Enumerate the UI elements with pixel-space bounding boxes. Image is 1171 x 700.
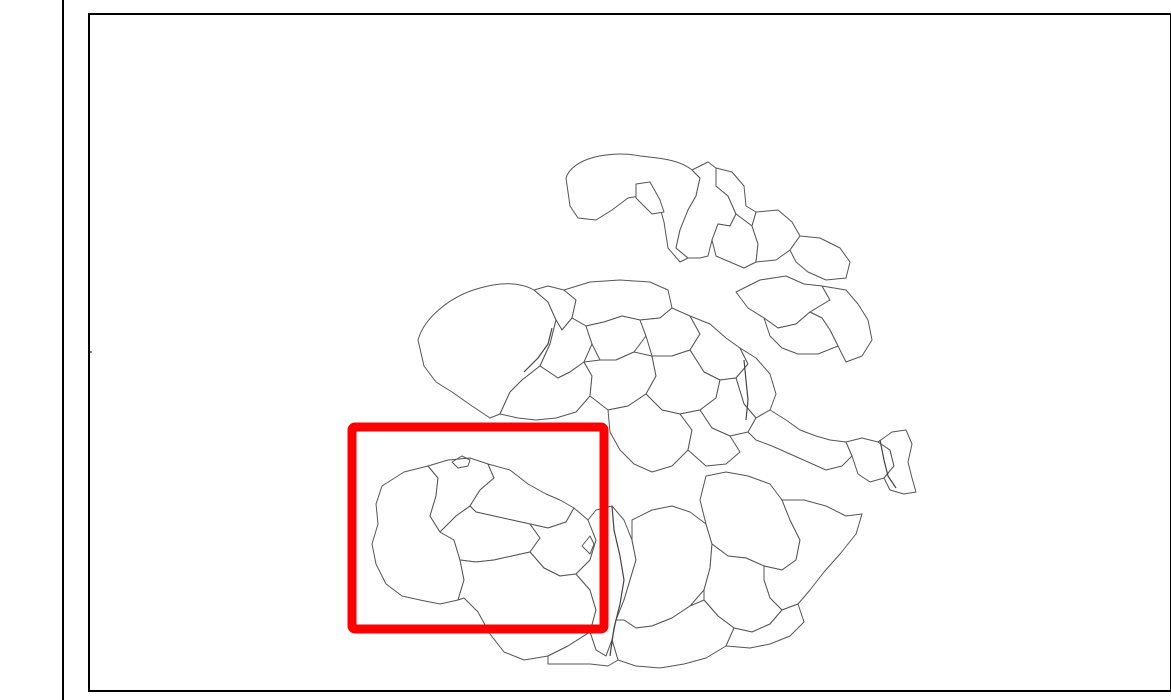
region-east-strip3[interactable] [877, 429, 917, 495]
highlight-rectangle[interactable] [347, 422, 609, 634]
region-north-island-tip[interactable] [789, 235, 851, 281]
region-north-island-east3[interactable] [751, 209, 801, 263]
region-mid-center2[interactable] [585, 315, 647, 361]
map-frame [88, 13, 1171, 692]
river-central [609, 505, 625, 657]
inlet-outline [581, 535, 595, 555]
region-east-island-c[interactable] [763, 311, 839, 355]
river-east-canal [743, 359, 749, 421]
region-south-bottom[interactable] [547, 631, 619, 667]
waterways [451, 327, 897, 657]
region-mid-west[interactable] [417, 283, 557, 419]
region-mid-south4[interactable] [699, 377, 757, 437]
region-north-island-small[interactable] [635, 181, 665, 215]
river-east-mouth [879, 439, 897, 489]
region-mid-southeast[interactable] [679, 409, 741, 467]
region-east-strip1[interactable] [747, 409, 853, 471]
region-south-south2[interactable] [725, 603, 805, 649]
harbour-outline [451, 455, 471, 469]
river-mid-canal [523, 327, 553, 373]
map-regions [371, 153, 917, 669]
